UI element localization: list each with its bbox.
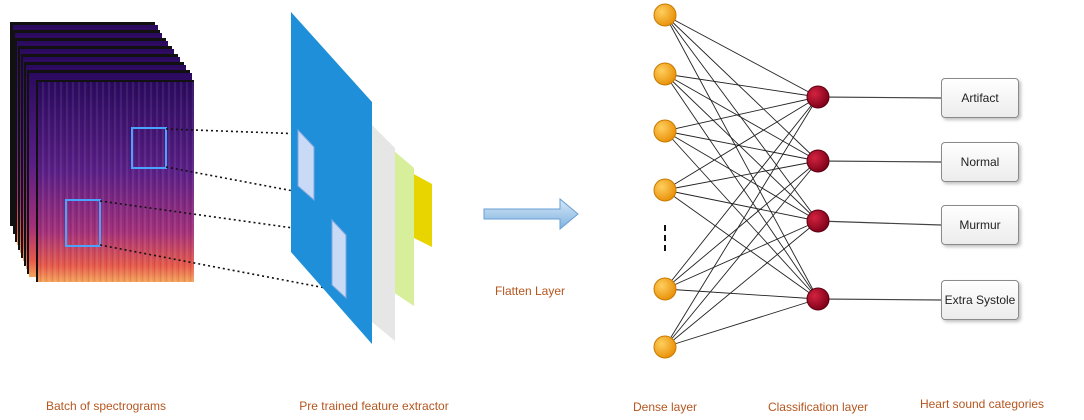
caption-categories: Heart sound categories xyxy=(919,397,1045,411)
connection-line xyxy=(664,14,819,300)
dense-node xyxy=(653,119,677,143)
dense-node xyxy=(653,277,677,301)
feature-patch-bottom xyxy=(331,218,347,300)
connection-line xyxy=(664,130,819,162)
output-line xyxy=(817,96,942,99)
receptive-field-box-top xyxy=(131,127,167,169)
connection-line xyxy=(664,130,819,300)
network-connections xyxy=(664,14,819,348)
connection-line xyxy=(664,160,819,191)
output-connectors xyxy=(817,96,942,301)
classification-layer-nodes xyxy=(806,85,830,311)
output-line xyxy=(817,160,942,163)
connection-line xyxy=(664,96,819,290)
connection-line xyxy=(664,189,819,222)
connection-line xyxy=(664,220,819,290)
category-label: Artifact xyxy=(961,91,999,105)
connection-line xyxy=(664,96,819,191)
connection-line xyxy=(664,73,819,98)
connection-line xyxy=(664,298,819,348)
connection-line xyxy=(664,96,819,132)
feature-patch-top xyxy=(297,128,315,202)
output-line xyxy=(817,298,942,301)
flatten-arrow xyxy=(483,197,579,231)
extractor-layer-2 xyxy=(372,125,395,341)
classification-node xyxy=(806,85,830,109)
dense-node xyxy=(653,178,677,202)
category-box-normal: Normal xyxy=(941,142,1019,182)
caption-flatten: Flatten Layer xyxy=(494,284,566,298)
category-box-artifact: Artifact xyxy=(941,78,1019,118)
output-line xyxy=(817,220,942,226)
classification-node xyxy=(806,149,830,173)
dense-layer-nodes xyxy=(653,3,677,359)
spectrogram-stack xyxy=(10,22,194,282)
category-label: Murmur xyxy=(959,218,1001,232)
spectrogram-front xyxy=(36,80,194,282)
classification-node xyxy=(806,287,830,311)
mapping-lines xyxy=(99,128,337,291)
connection-line xyxy=(664,14,819,98)
category-label: Normal xyxy=(960,155,1000,169)
dense-node xyxy=(653,3,677,27)
category-box-murmur: Murmur xyxy=(941,205,1019,245)
connection-line xyxy=(664,130,819,222)
extractor-layer-1 xyxy=(291,12,372,344)
extractor-layer-4 xyxy=(410,172,432,247)
connection-line xyxy=(664,160,819,348)
caption-batch: Batch of spectrograms xyxy=(45,399,167,413)
connection-line xyxy=(664,96,819,348)
connection-line xyxy=(664,220,819,348)
caption-classification: Classification layer xyxy=(767,400,869,414)
caption-extractor: Pre trained feature extractor xyxy=(299,399,449,413)
connection-line xyxy=(664,288,819,300)
receptive-field-box-bottom xyxy=(65,199,101,247)
category-label: Extra Systole xyxy=(944,293,1016,307)
dense-node xyxy=(653,62,677,86)
category-box-extra-systole: Extra Systole xyxy=(941,280,1019,320)
dense-node xyxy=(653,335,677,359)
connection-line xyxy=(664,73,819,300)
connection-line xyxy=(664,189,819,300)
connection-line xyxy=(664,14,819,162)
connection-line xyxy=(664,73,819,222)
connection-line xyxy=(664,73,819,162)
caption-dense: Dense layer xyxy=(632,400,698,414)
extractor-layer-3 xyxy=(393,150,414,306)
classification-node xyxy=(806,209,830,233)
connection-line xyxy=(664,160,819,290)
feature-extractor xyxy=(291,12,432,344)
